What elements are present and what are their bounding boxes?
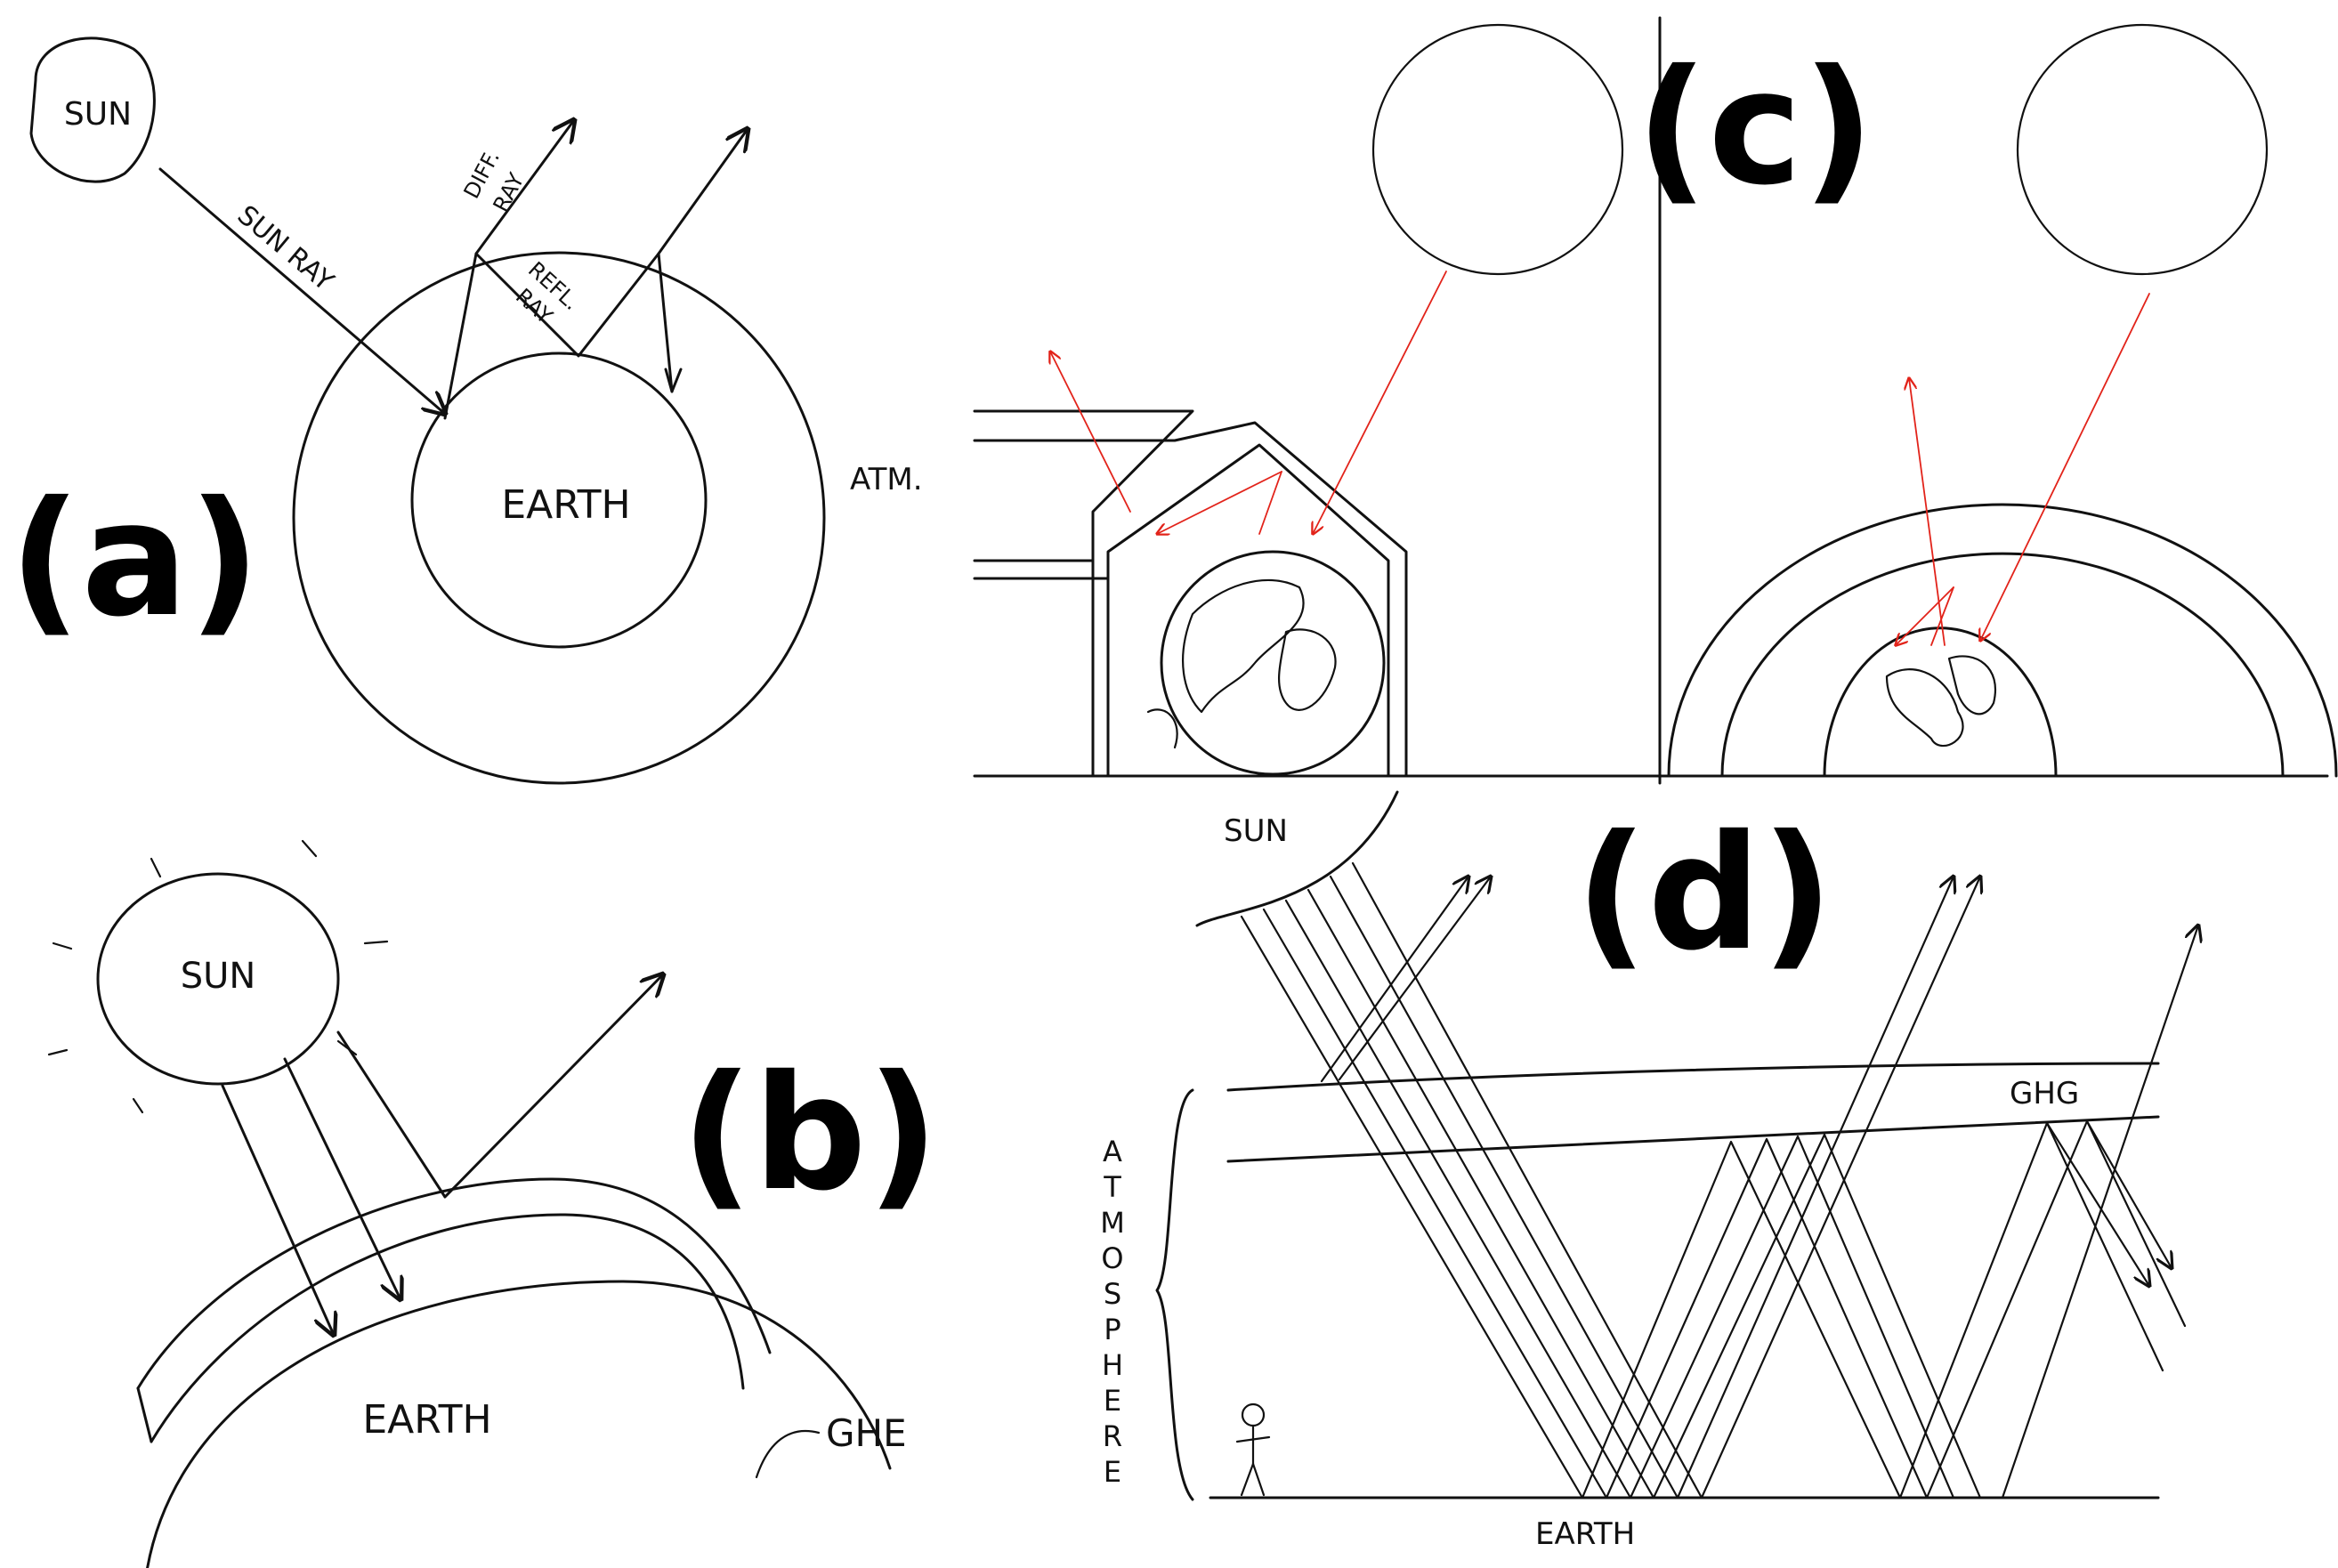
atmosphere-letter: S — [1104, 1277, 1121, 1311]
panel-c-label: (c) — [1636, 36, 1874, 220]
ghe-inner-layer — [150, 1213, 745, 1443]
escaping-ray-left — [1050, 352, 1131, 513]
trapped-ray-right-1 — [1896, 586, 1954, 645]
earth-surface-arc — [146, 1280, 892, 1568]
atmosphere-letter: A — [1103, 1135, 1122, 1168]
atmosphere-letter: P — [1104, 1313, 1120, 1346]
ghe-outer-layer — [136, 1177, 772, 1390]
ghe-pointer — [755, 1430, 821, 1479]
globe-right-continent-1 — [1885, 668, 1964, 748]
sun-label: SUN — [64, 96, 132, 133]
sun-ray-arrow-1 — [221, 1084, 334, 1335]
panel-c: (c) — [973, 16, 2338, 785]
sun-label: SUN — [1224, 813, 1288, 849]
reflected-ray-ghg-1 — [1320, 877, 1468, 1083]
earth-label: EARTH — [1535, 1516, 1635, 1552]
escaping-ray-3 — [2001, 925, 2198, 1499]
panel-d-label: (d) — [1575, 801, 1833, 985]
trapped-ray-left-1 — [1157, 471, 1282, 534]
reflected-ray-ghg-2 — [1338, 877, 1491, 1081]
stick-figure — [1235, 1402, 1271, 1497]
reflected-ray-path — [443, 252, 674, 420]
globe-left-continent-1 — [1182, 578, 1305, 714]
greenhouse-outer-wall — [973, 409, 1194, 778]
atm-label: ATM. — [850, 462, 923, 497]
ghg-layer-bottom — [1226, 1115, 2160, 1163]
reflected-ray-arrow — [336, 974, 663, 1199]
panel-a: SUN EARTH ATM. SUN RAY DIFF. RAY REFL. R… — [9, 36, 923, 785]
sun-circle-right — [2016, 23, 2269, 276]
atmosphere-letter: E — [1104, 1384, 1121, 1418]
sun-circle-left — [1371, 23, 1624, 276]
escaping-ray-arrow — [657, 129, 748, 255]
reflected-ray-head — [664, 368, 683, 393]
ghg-layer-top — [1226, 1062, 2160, 1092]
incoming-ray-right — [1980, 293, 2150, 641]
down-ray-2 — [2085, 1119, 2172, 1268]
ghe-layer-edge — [136, 1386, 153, 1443]
trapped-ray-zigzag — [1581, 1119, 2187, 1499]
escaping-ray-2 — [1700, 877, 1980, 1499]
panel-b-label: (b) — [681, 1041, 939, 1225]
dome-outer — [1667, 503, 2338, 778]
atmosphere-vertical-label: A T M O S P H E R E — [1100, 1135, 1125, 1489]
atmosphere-brace — [1155, 1088, 1194, 1501]
incoming-ray-left — [1313, 271, 1447, 534]
atmosphere-letter: E — [1104, 1455, 1121, 1489]
ghe-label: GHE — [826, 1411, 907, 1455]
globe-left — [1160, 550, 1386, 776]
diffuse-ray-arrow — [474, 120, 574, 255]
atmosphere-circle — [292, 251, 826, 785]
dome-middle — [1720, 552, 2285, 778]
atmosphere-letter: O — [1101, 1241, 1123, 1275]
globe-right — [1823, 626, 2058, 778]
escaping-ray-1 — [1676, 877, 1954, 1499]
globe-right-continent-2 — [1947, 655, 1996, 715]
atmosphere-letter: M — [1100, 1206, 1125, 1240]
incoming-ray-bundle — [1240, 861, 1703, 1499]
sun-ray-arrow-2 — [283, 1057, 400, 1299]
panel-a-label: (a) — [9, 467, 261, 651]
trapped-ray-left-2 — [1258, 471, 1282, 535]
sun-circle — [29, 36, 156, 183]
atmosphere-letter: T — [1103, 1170, 1121, 1204]
globe-left-continent-3 — [1146, 708, 1178, 749]
escaping-ray-right — [1909, 378, 1946, 646]
earth-label: EARTH — [362, 1397, 491, 1443]
earth-label: EARTH — [501, 482, 630, 528]
atmosphere-letter: H — [1102, 1348, 1123, 1382]
greenhouse-inner-wall — [1106, 443, 1390, 778]
trapped-ray-right-2 — [1930, 586, 1954, 646]
ghg-label: GHG — [2010, 1076, 2079, 1111]
atmosphere-letter: R — [1103, 1419, 1122, 1453]
earth-circle — [410, 352, 708, 649]
sun-ray-label: SUN RAY — [231, 199, 340, 297]
sun-label: SUN — [181, 956, 256, 997]
globe-left-continent-2 — [1277, 628, 1337, 711]
down-ray-1 — [2045, 1121, 2149, 1286]
sun-circle — [96, 872, 340, 1086]
sun-arc — [1195, 790, 1399, 927]
greenhouse-outer-roof — [973, 421, 1408, 778]
panel-d: SUN GHG EARTH A T M O S P H E R E — [1100, 790, 2198, 1552]
sun-ray-arrow — [158, 167, 445, 414]
panel-b: SUN EARTH GHE (b) — [47, 839, 939, 1568]
